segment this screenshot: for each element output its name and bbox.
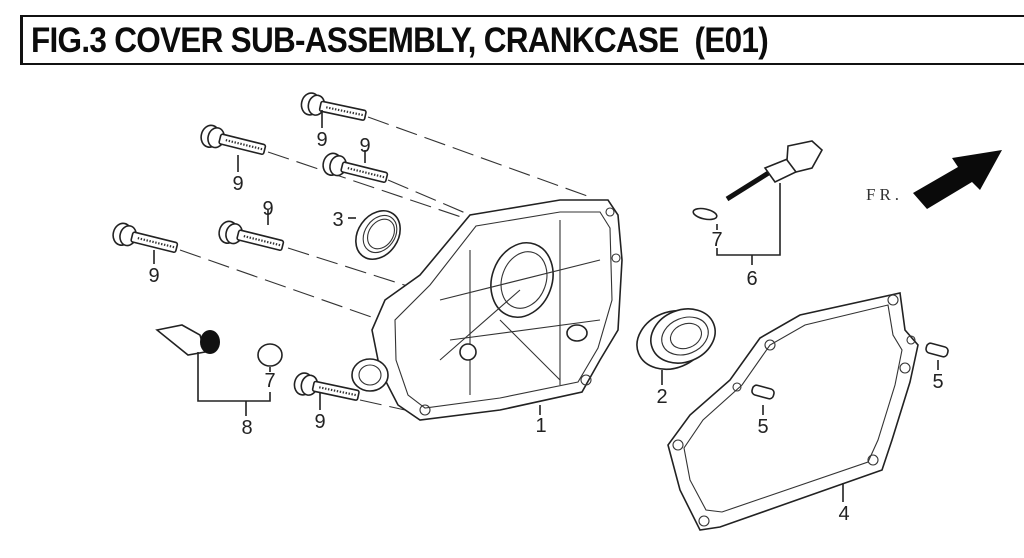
- bolt-a: [300, 92, 367, 121]
- bolt-d: [218, 220, 285, 252]
- gasket: [667, 292, 919, 531]
- callout-9-b: 9: [232, 173, 243, 195]
- oil-dipstick-assembly: [725, 140, 824, 202]
- dowel-pin-right: [906, 335, 949, 358]
- arrow-up-right-icon: [913, 150, 1002, 209]
- dowel-pin-left: [732, 382, 775, 400]
- leader-lines: [153, 110, 939, 502]
- figure-title: FIG.3 COVER SUB-ASSEMBLY, CRANKCASE (E01…: [31, 21, 769, 60]
- alignment-lines: [179, 116, 591, 411]
- figure-title-box: FIG.3 COVER SUB-ASSEMBLY, CRANKCASE (E01…: [20, 15, 1024, 65]
- direction-indicator: FR.: [866, 150, 1002, 209]
- drain-plug-assembly: [155, 324, 220, 356]
- callout-9-d: 9: [262, 198, 273, 220]
- bolt-c: [322, 152, 389, 184]
- bolt-e: [112, 222, 179, 254]
- callout-6: 6: [746, 268, 757, 290]
- o-ring-upper: [692, 207, 718, 221]
- callout-1: 1: [535, 415, 546, 437]
- direction-label: FR.: [866, 185, 903, 204]
- bolt-f: [293, 372, 360, 401]
- callout-3: 3: [332, 209, 343, 231]
- bolt-b: [200, 124, 267, 156]
- bearing: [636, 308, 716, 371]
- callout-5-right: 5: [932, 371, 943, 393]
- crankcase-cover: [351, 199, 623, 421]
- callout-9-f: 9: [314, 411, 325, 433]
- callout-9-e: 9: [148, 265, 159, 287]
- callout-9-a: 9: [316, 129, 327, 151]
- callout-2: 2: [656, 386, 667, 408]
- callout-7-upper: 7: [711, 229, 722, 251]
- callout-9-c: 9: [359, 135, 370, 157]
- callout-7-lower: 7: [264, 370, 275, 392]
- callout-5-left: 5: [757, 416, 768, 438]
- oil-seal: [355, 210, 401, 260]
- o-ring-lower: [257, 343, 283, 367]
- callout-4: 4: [838, 503, 849, 525]
- callout-labels: 1 2 3 4 5 5 6 7 7 8 9 9 9 9 9 9: [148, 129, 943, 525]
- callout-8: 8: [241, 417, 252, 439]
